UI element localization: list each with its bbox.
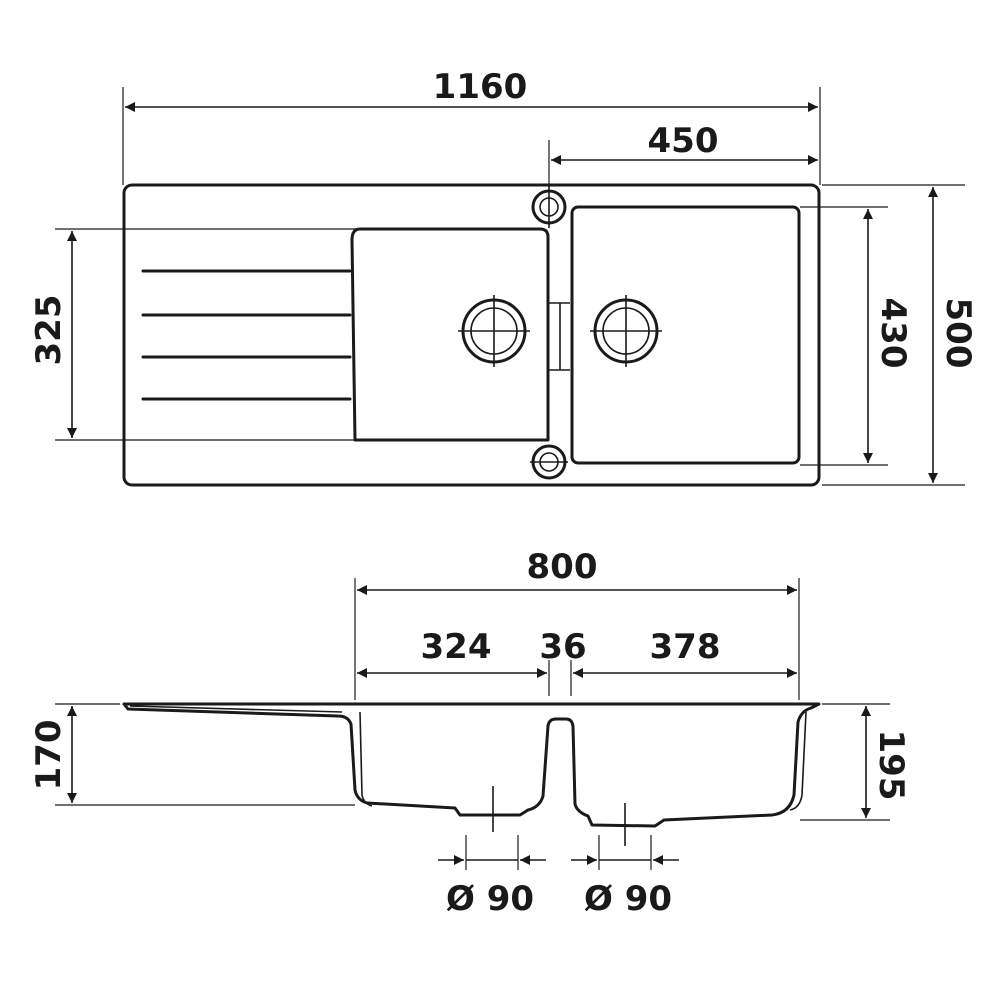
dimension-label-total-depth: 500 [938, 298, 978, 369]
dimension-label-bowl-depth: 430 [873, 298, 913, 369]
dimension-label-drainer-depth: 325 [29, 295, 69, 366]
left-bowl-outline [350, 227, 550, 442]
drain-hole-icon [458, 295, 530, 367]
dimension-label-bowl-width: 450 [648, 121, 719, 161]
right-bowl-outline [570, 205, 801, 465]
dimension-label-lower-width: 800 [527, 547, 598, 587]
section-view: 800 324 36 378 170 195 Ø 90 Ø 90 [29, 547, 911, 919]
dimension-label-divider-width: 36 [539, 627, 586, 667]
top-view: 1160 450 325 430 500 [29, 67, 978, 487]
dimension-label-total-width: 1160 [433, 67, 528, 107]
dimension-label-right-bowl-height: 195 [871, 730, 911, 801]
dimension-label-left-bowl-width: 324 [421, 627, 492, 667]
sink-section-outline [122, 702, 821, 828]
sink-outline [122, 183, 821, 487]
tap-hole-icon [531, 186, 567, 228]
dimension-label-right-bowl-width: 378 [650, 627, 721, 667]
dimension-label-drain-left: Ø 90 [446, 879, 534, 919]
drain-hole-icon [590, 295, 662, 367]
drainer-grooves [141, 269, 352, 401]
dimension-label-left-bowl-height: 170 [29, 720, 69, 791]
tap-hole-icon [530, 444, 568, 480]
dimension-label-drain-right: Ø 90 [584, 879, 672, 919]
